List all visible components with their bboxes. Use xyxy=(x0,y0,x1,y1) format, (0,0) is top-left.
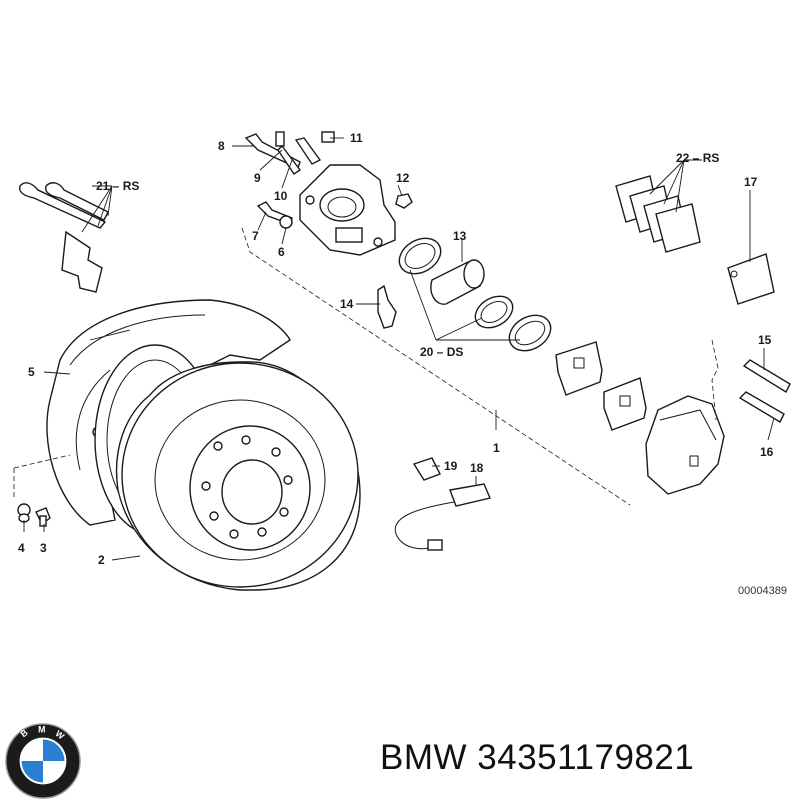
callout-9: 9 xyxy=(254,171,261,185)
logo-blue-quadrant-bottom-left xyxy=(21,761,43,783)
callout-22: 22 – RS xyxy=(676,151,719,165)
caliper-carrier xyxy=(299,164,396,256)
callout-5: 5 xyxy=(28,365,35,379)
logo-blue-quadrant-top-right xyxy=(43,739,65,761)
bolt-15 xyxy=(742,359,791,393)
callout-15: 15 xyxy=(758,333,772,347)
callout-4: 4 xyxy=(18,541,25,555)
callout-8: 8 xyxy=(218,139,225,153)
callout-12: 12 xyxy=(396,171,410,185)
callout-2: 2 xyxy=(98,553,105,567)
sensor-holder xyxy=(412,457,441,481)
guide-pin-set xyxy=(18,182,109,293)
bolt-10 xyxy=(294,137,322,165)
brand-name: BMW xyxy=(380,738,468,777)
brake-pad-outer xyxy=(603,377,647,431)
spring-clip xyxy=(727,253,775,305)
callout-7: 7 xyxy=(252,229,259,243)
bolt-16 xyxy=(738,391,785,423)
logo-letter-b: B xyxy=(19,727,30,739)
callout-1: 1 xyxy=(493,441,500,455)
diagram-reference-code: 00004389 xyxy=(738,585,787,597)
brake-disc xyxy=(115,361,361,591)
callout-11: 11 xyxy=(350,131,363,145)
callout-20: 20 – DS xyxy=(420,345,463,359)
wear-sensor xyxy=(394,483,491,551)
anti-rattle-spring xyxy=(377,284,397,329)
callout-10: 10 xyxy=(274,189,288,203)
logo-letter-m: M xyxy=(38,725,45,735)
caliper-housing xyxy=(645,395,725,495)
piston-seal-kit xyxy=(398,237,552,352)
bolt-9 xyxy=(275,131,302,175)
part-number: 34351179821 xyxy=(477,738,695,777)
callout-21: 21 – RS xyxy=(96,179,139,193)
part-caption: BMW 34351179821 xyxy=(380,738,694,778)
exploded-brake-diagram: 1 2 3 4 5 6 7 8 9 10 11 12 13 14 15 16 1… xyxy=(13,131,791,597)
callout-16: 16 xyxy=(760,445,774,459)
leader-lines xyxy=(23,137,775,561)
callout-18: 18 xyxy=(470,461,484,475)
nut-12 xyxy=(395,193,413,209)
callout-13: 13 xyxy=(453,229,467,243)
callout-19: 19 xyxy=(444,459,458,473)
pad-set xyxy=(615,175,701,253)
washer-6 xyxy=(279,215,293,229)
callout-14: 14 xyxy=(340,297,354,311)
bmw-logo: B M W xyxy=(5,723,81,799)
callout-3: 3 xyxy=(40,541,47,555)
callout-6: 6 xyxy=(278,245,285,259)
brake-pad-inner xyxy=(555,341,603,396)
callout-17: 17 xyxy=(744,175,758,189)
bolt-3 xyxy=(35,507,51,527)
washer-4 xyxy=(17,503,31,523)
nut-11 xyxy=(321,131,335,143)
